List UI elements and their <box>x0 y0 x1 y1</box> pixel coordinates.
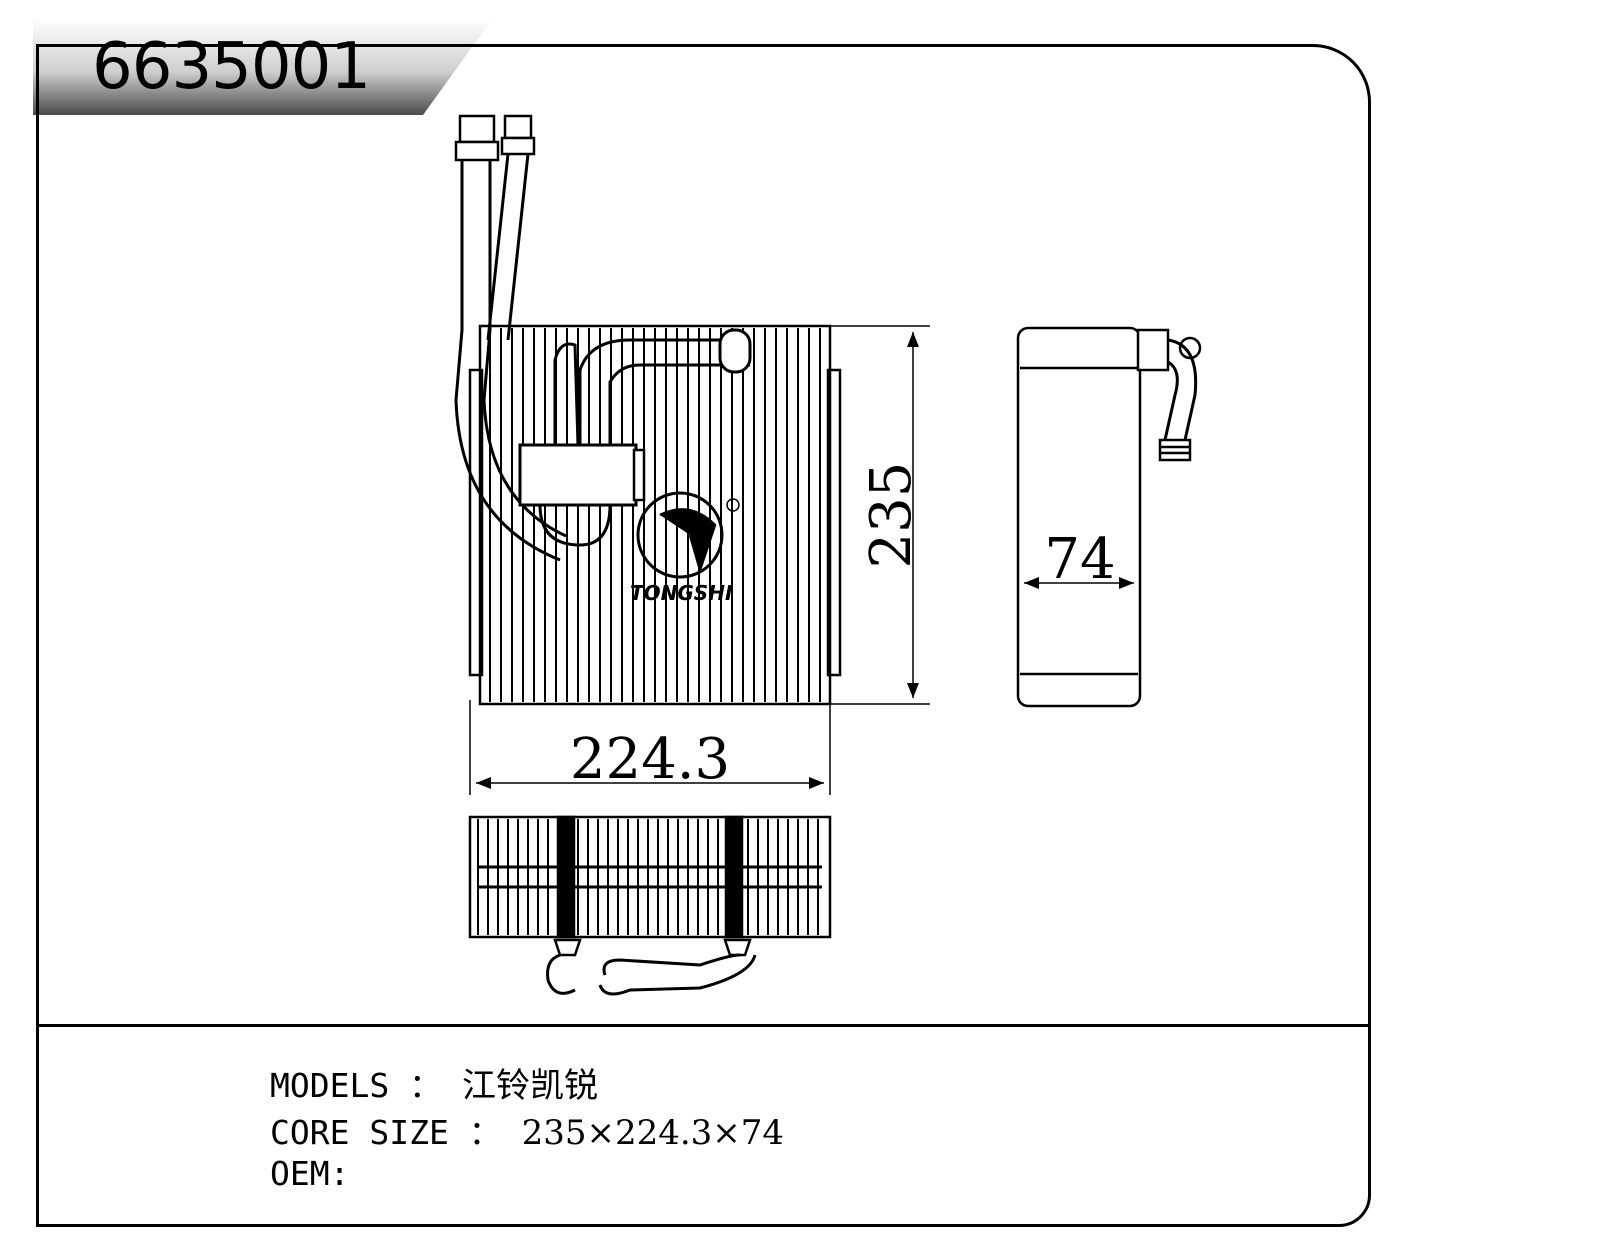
oem-row: OEM: <box>270 1154 349 1194</box>
width-dimension <box>469 700 831 795</box>
core-size-row: CORE SIZE ： 235×224.3×74 <box>270 1106 784 1154</box>
oem-label: OEM: <box>270 1154 350 1193</box>
width-label: 224.3 <box>570 727 730 792</box>
models-label: MODELS <box>270 1066 390 1105</box>
depth-label: 74 <box>1044 527 1115 592</box>
models-value: 江铃凯锐 <box>461 1066 598 1106</box>
top-view <box>468 815 832 996</box>
part-number: 6635001 <box>92 30 371 104</box>
part-number-banner <box>33 18 493 115</box>
core-size-separator: ： <box>468 1113 502 1152</box>
front-view: TONGSHI <box>454 114 842 706</box>
height-dimension <box>830 325 930 705</box>
drawing-frame <box>36 44 1371 1227</box>
frame-divider <box>36 1024 1371 1027</box>
side-view <box>1016 326 1202 708</box>
core-size-label: CORE SIZE <box>270 1113 449 1152</box>
models-separator: ： <box>409 1066 443 1105</box>
height-label: 235 <box>859 462 924 569</box>
models-row: MODELS ： 江铃凯锐 <box>270 1058 598 1107</box>
core-size-value: 235×224.3×74 <box>521 1113 785 1153</box>
brand-logo-text: TONGSHI <box>630 581 733 605</box>
